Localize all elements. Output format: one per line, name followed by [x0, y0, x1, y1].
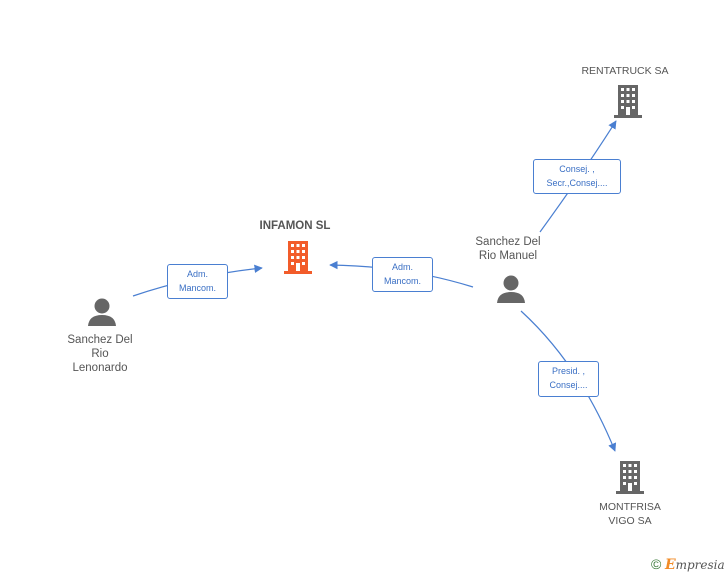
montfrisa-label-line1: MONTFRISA: [599, 501, 661, 513]
montfrisa-label-line2: VIGO SA: [608, 515, 652, 527]
relation-line1: Adm.: [186, 269, 208, 279]
relation-line2: Secr.,Consej....: [546, 178, 608, 188]
lenonardo-label-line2: Rio: [91, 348, 109, 360]
brand-initial: E: [664, 557, 676, 573]
rentatruck-label: RENTATRUCK SA: [581, 65, 669, 77]
manuel-label: Sanchez Del Rio Manuel: [458, 235, 558, 263]
lenonardo-label-line3: Lenonardo: [72, 362, 128, 374]
building-icon[interactable]: [612, 83, 644, 119]
montfrisa-label: MONTFRISA VIGO SA: [580, 500, 680, 528]
brand-logo: Empresia: [664, 557, 725, 573]
brand-rest: mpresia: [675, 558, 725, 572]
relation-box-manuel-montfrisa[interactable]: Presid. , Consej....: [538, 361, 599, 397]
relation-line2: Mancom.: [178, 283, 216, 293]
copyright-symbol: ©: [651, 556, 662, 572]
lenonardo-label-line1: Sanchez Del: [67, 334, 133, 346]
relation-line1: Presid. ,: [551, 366, 585, 376]
relation-box-manuel-infamon[interactable]: Adm. Mancom.: [372, 257, 433, 292]
relation-line2: Consej....: [549, 380, 588, 390]
manuel-label-line2: Rio Manuel: [478, 250, 538, 262]
building-icon[interactable]: [614, 459, 646, 495]
infamon-label: INFAMON SL: [259, 220, 331, 232]
lenonardo-label: Sanchez Del Rio Lenonardo: [50, 333, 150, 375]
relation-box-manuel-rentatruck[interactable]: Consej. , Secr.,Consej....: [533, 159, 621, 194]
relation-line1: Consej. ,: [559, 164, 595, 174]
relation-line2: Mancom.: [383, 276, 421, 286]
building-icon[interactable]: [282, 239, 314, 275]
footer-brand: © Empresia: [651, 556, 725, 573]
relation-line1: Adm.: [391, 262, 413, 272]
person-icon[interactable]: [86, 297, 118, 327]
manuel-label-line1: Sanchez Del: [475, 236, 541, 248]
relation-box-lenonardo-infamon[interactable]: Adm. Mancom.: [167, 264, 228, 299]
person-icon[interactable]: [495, 274, 527, 304]
